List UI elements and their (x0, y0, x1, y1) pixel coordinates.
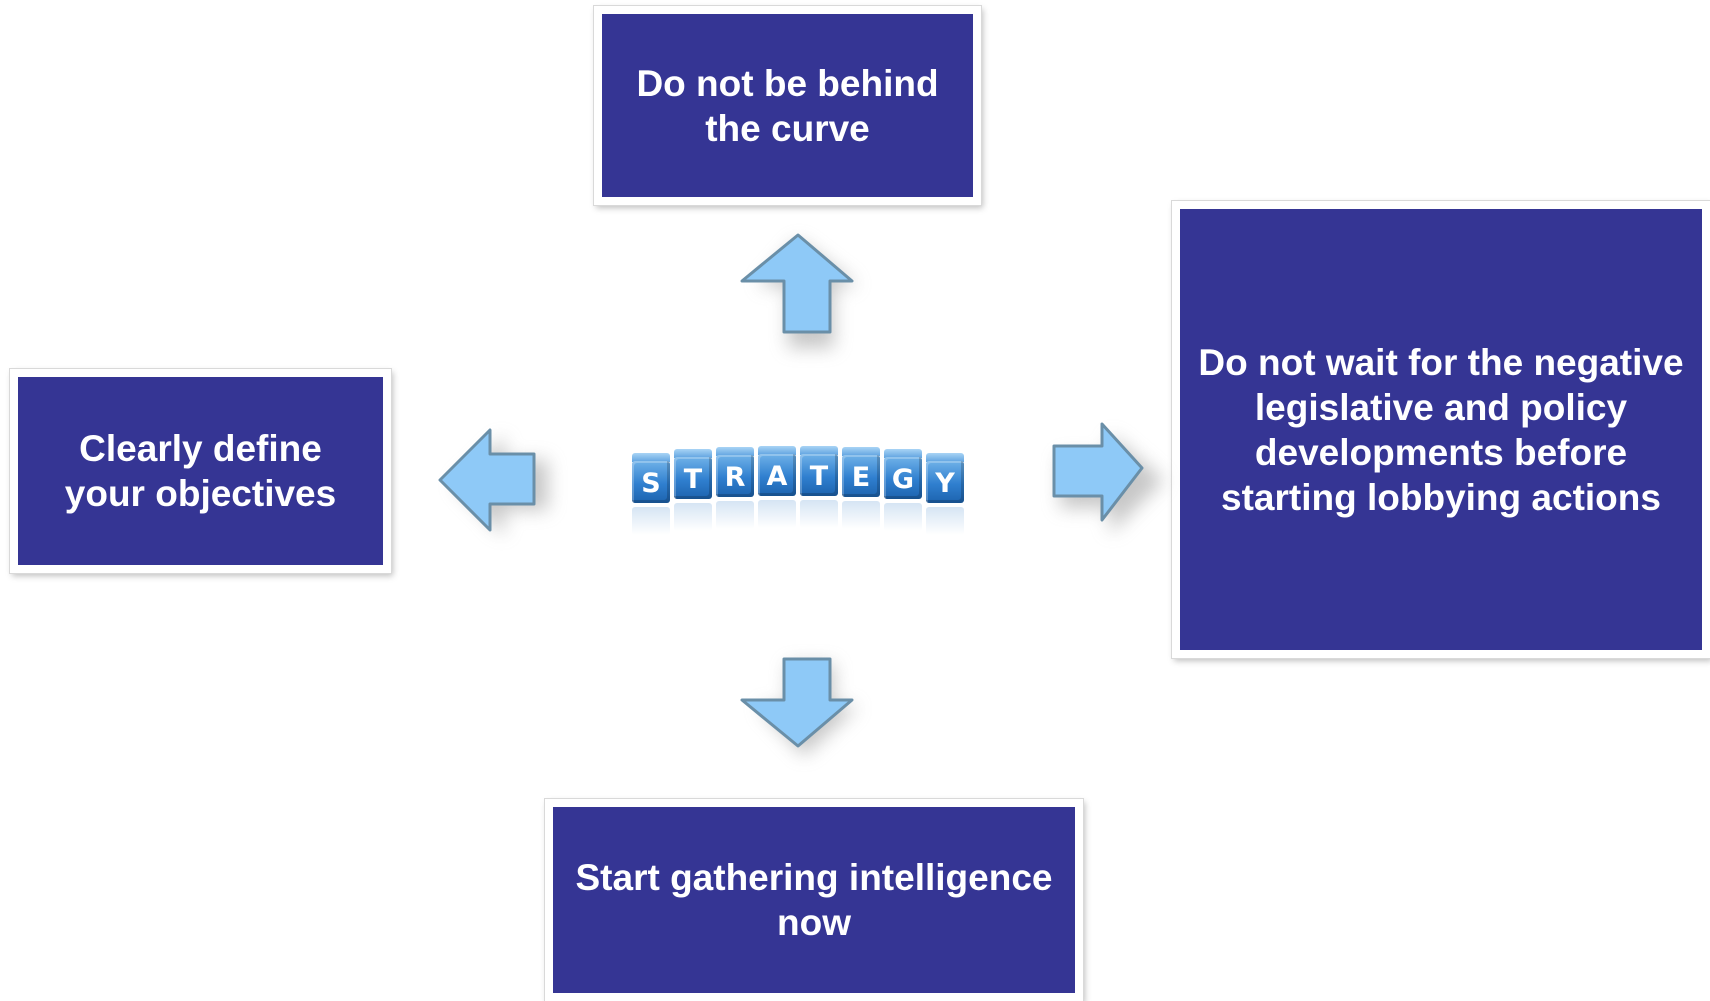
arrow-right-icon (1052, 422, 1164, 534)
strategy-cube-letter: Y (926, 461, 964, 503)
strategy-cube-reflection (884, 503, 922, 531)
strategy-cube-top (716, 447, 754, 456)
box-clearly-define-objectives: Clearly define your objectives (10, 369, 391, 573)
strategy-cube-reflection (674, 503, 712, 531)
strategy-cube-letter: T (800, 454, 838, 496)
strategy-cube-reflection (926, 507, 964, 535)
strategy-cube-letter: G (884, 457, 922, 499)
strategy-cube-top (758, 446, 796, 455)
strategy-cube-reflection (632, 507, 670, 535)
box-left-text: Clearly define your objectives (64, 428, 337, 514)
strategy-cube-top (926, 453, 964, 462)
strategy-cube-letter: T (674, 457, 712, 499)
strategy-cube-letter: E (842, 455, 880, 497)
strategy-cube-top (884, 449, 922, 458)
arrow-up-icon (740, 233, 858, 348)
strategy-cube-top (800, 446, 838, 455)
strategy-cube-reflection (800, 500, 838, 528)
box-start-gathering-intelligence: Start gathering intelligence now (545, 799, 1083, 1001)
box-do-not-be-behind-the-curve: Do not be behind the curve (594, 6, 981, 205)
strategy-cube-letter: R (716, 455, 754, 497)
strategy-cube-top (632, 453, 670, 462)
strategy-cube-letter: S (632, 461, 670, 503)
strategy-cube-top (674, 449, 712, 458)
arrow-down-icon (740, 657, 858, 756)
strategy-cube-top (842, 447, 880, 456)
strategy-cube-letter: A (758, 454, 796, 496)
strategy-cube-reflection (842, 501, 880, 529)
strategy-cube-reflection (716, 501, 754, 529)
box-bottom-text: Start gathering intelligence now (575, 857, 1053, 943)
box-right-text: Do not wait for the negative legislative… (1198, 341, 1684, 518)
strategy-cube-reflection (758, 500, 796, 528)
box-top-text: Do not be behind the curve (636, 62, 939, 149)
arrow-left-icon (438, 428, 548, 536)
box-do-not-wait: Do not wait for the negative legislative… (1172, 201, 1710, 658)
